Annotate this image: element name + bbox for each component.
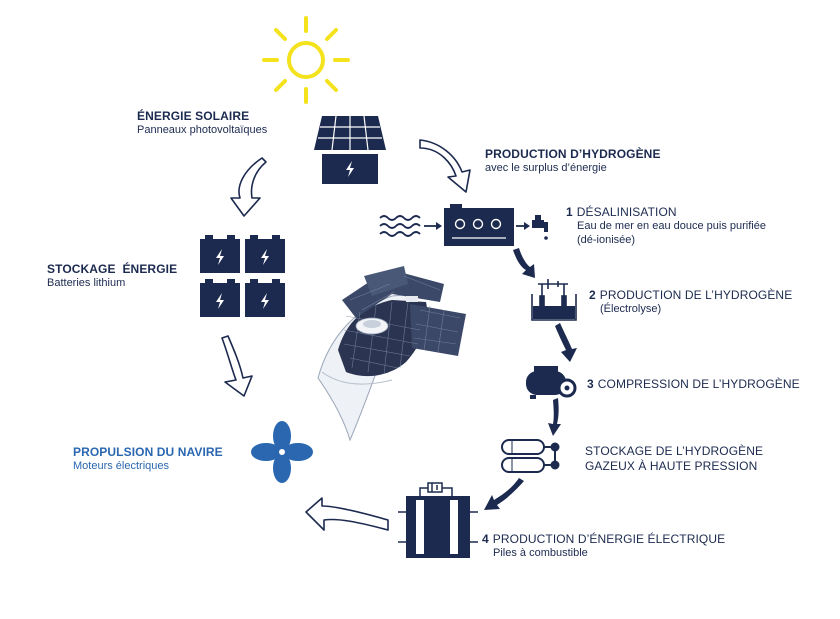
solar-label: ÉNERGIE SOLAIRE Panneaux photovoltaïques [137,109,267,138]
step-line: STOCKAGE DE L’HYDROGÈNE [585,444,764,458]
hydrogen-subtitle: avec le surplus d’énergie [485,162,607,174]
step-number: 2 [589,288,596,302]
step-storage-label: STOCKAGE DE L’HYDROGÈNE GAZEUX À HAUTE P… [585,444,763,474]
desalination-unit-icon [444,204,514,246]
storage-title: STOCKAGE ÉNERGIE [47,262,178,276]
solar-subtitle: Panneaux photovoltaïques [137,124,268,136]
step-title: COMPRESSION DE L’HYDROGÈNE [597,377,800,391]
solar-title: ÉNERGIE SOLAIRE [137,109,250,123]
fuel-cell-icon [398,482,478,558]
step-subtitle: Piles à combustible [493,547,588,559]
arrow-battery-to-fan [221,335,253,397]
storage-label: STOCKAGE ÉNERGIE Batteries lithium [47,262,177,291]
propulsion-subtitle: Moteurs électriques [73,460,169,472]
step-number: 1 [566,205,573,219]
arrow-fuelcell-to-fan [305,497,389,531]
electrolysis-tank-icon [531,279,577,321]
arrow-solar-to-hydrogen [419,139,471,193]
step-line: GAZEUX À HAUTE PRESSION [585,459,758,473]
step-line: (dé-ionisée) [577,233,636,246]
faucet-icon [532,215,548,240]
water-waves-icon [379,215,421,237]
gas-cylinders-icon [501,439,560,473]
step-title: PRODUCTION D’ÉNERGIE ÉLECTRIQUE [492,532,726,546]
step-subtitle: (Électrolyse) [600,303,662,315]
battery-icon [200,235,285,317]
step-title: PRODUCTION DE L’HYDROGÈNE [599,288,793,302]
arrow-solar-to-battery [230,157,267,217]
compressor-icon [526,366,577,399]
propulsion-label: PROPULSION DU NAVIRE Moteurs électriques [73,445,223,474]
step-line: Eau de mer en eau douce puis purifiée [577,220,766,232]
step-number: 3 [587,377,594,391]
hydrogen-title: PRODUCTION D’HYDROGÈNE [485,147,661,161]
sun-icon [262,16,350,104]
hydrogen-flow-arrows [484,248,577,510]
solar-panel-icon [314,115,386,184]
propulsion-title: PROPULSION DU NAVIRE [73,445,223,459]
storage-subtitle: Batteries lithium [47,277,126,289]
fan-propeller-icon [251,421,313,483]
hydrogen-label: PRODUCTION D’HYDROGÈNE avec le surplus d… [485,147,661,176]
step-number: 4 [482,532,489,546]
boat-image [317,266,466,442]
step-title: DÉSALINISATION [576,205,677,219]
